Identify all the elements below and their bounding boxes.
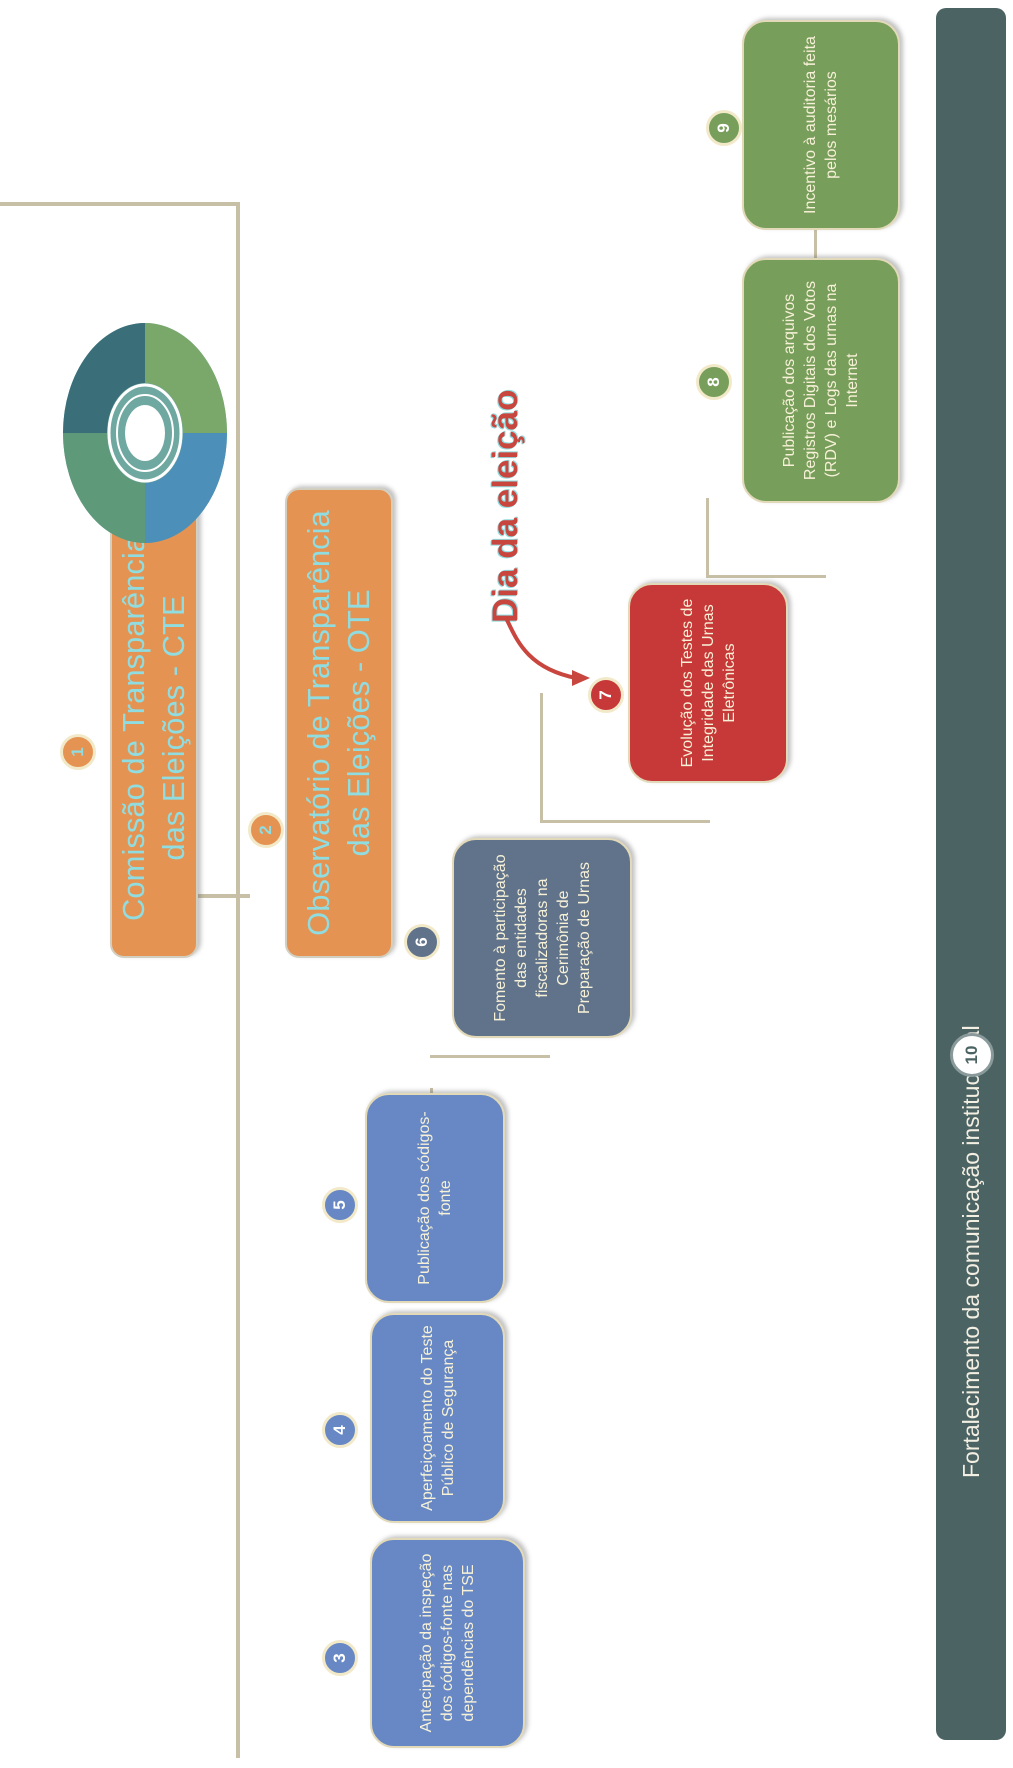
connector-6-7	[540, 820, 710, 823]
step-6-label: Fomento à participação das entidades fis…	[491, 854, 593, 1022]
step-8-box: Publicação dos arquivos Registros Digita…	[742, 258, 900, 503]
step-8-number: 8	[704, 377, 723, 387]
step-4-badge: 4	[322, 1412, 358, 1448]
cte-box: Comissão de Transparência das Eleições -…	[110, 498, 198, 958]
step-5-label: Publicação dos códigos-fonte	[416, 1111, 454, 1285]
main-horizontal-line	[236, 202, 240, 1758]
step-5-number: 5	[330, 1200, 349, 1210]
step-5-box: Publicação dos códigos-fonte	[365, 1093, 505, 1303]
step-3-label: Antecipação da inspeção dos códigos-font…	[418, 1553, 477, 1733]
step-5-badge: 5	[322, 1187, 358, 1223]
step-2-number: 2	[256, 825, 275, 835]
step-3-box: Antecipação da inspeção dos códigos-font…	[370, 1538, 525, 1748]
step-7-number: 7	[596, 690, 615, 700]
step-10-badge: 10	[950, 1033, 994, 1077]
step-7-label: Evolução dos Testes de Integridade das U…	[678, 598, 738, 768]
connector-6-vertical	[430, 1055, 550, 1058]
curved-arrow-icon	[504, 617, 590, 686]
step-6-box: Fomento à participação das entidades fis…	[452, 838, 632, 1038]
step-6-badge: 6	[404, 924, 440, 960]
step-6-number: 6	[412, 937, 431, 947]
step-3-badge: 3	[322, 1640, 358, 1676]
step-1-number: 1	[68, 747, 87, 757]
step-9-badge: 9	[706, 110, 742, 146]
step-4-number: 4	[330, 1425, 349, 1435]
election-day-text: Dia da eleição	[486, 389, 525, 623]
election-day-label: Dia da eleição	[486, 390, 526, 623]
circular-donut-logo-icon	[63, 323, 227, 543]
connector-6-7-horizontal	[540, 693, 543, 823]
step-4-label: Aperfeiçoamento do Teste Público de Segu…	[418, 1325, 457, 1511]
vertical-spine-line	[0, 202, 240, 206]
connector-7-8-horizontal	[706, 498, 709, 578]
connector-7-8-vertical	[706, 575, 826, 578]
step-7-box: Evolução dos Testes de Integridade das U…	[628, 583, 788, 783]
step-8-label: Publicação dos arquivos Registros Digita…	[781, 280, 861, 481]
ote-label: Observatório de Transparência das Eleiçõ…	[301, 510, 376, 936]
cte-ote-connector	[196, 894, 250, 898]
step-10-number: 10	[962, 1045, 981, 1065]
step-9-number: 9	[714, 123, 733, 133]
ote-box: Observatório de Transparência das Eleiçõ…	[285, 488, 393, 958]
step-9-label: Incentivo à auditoria feita pelos mesári…	[802, 36, 840, 214]
step-3-number: 3	[330, 1653, 349, 1663]
step-10-label: Fortalecimento da comunicação institucio…	[957, 1025, 984, 1478]
step-8-badge: 8	[696, 364, 732, 400]
step-2-badge: 2	[248, 812, 284, 848]
step-9-box: Incentivo à auditoria feita pelos mesári…	[742, 20, 900, 230]
step-4-box: Aperfeiçoamento do Teste Público de Segu…	[370, 1313, 505, 1523]
step-10-bar: Fortalecimento da comunicação institucio…	[936, 8, 1006, 1740]
step-1-badge: 1	[60, 734, 96, 770]
cte-label: Comissão de Transparência das Eleições -…	[116, 535, 191, 921]
